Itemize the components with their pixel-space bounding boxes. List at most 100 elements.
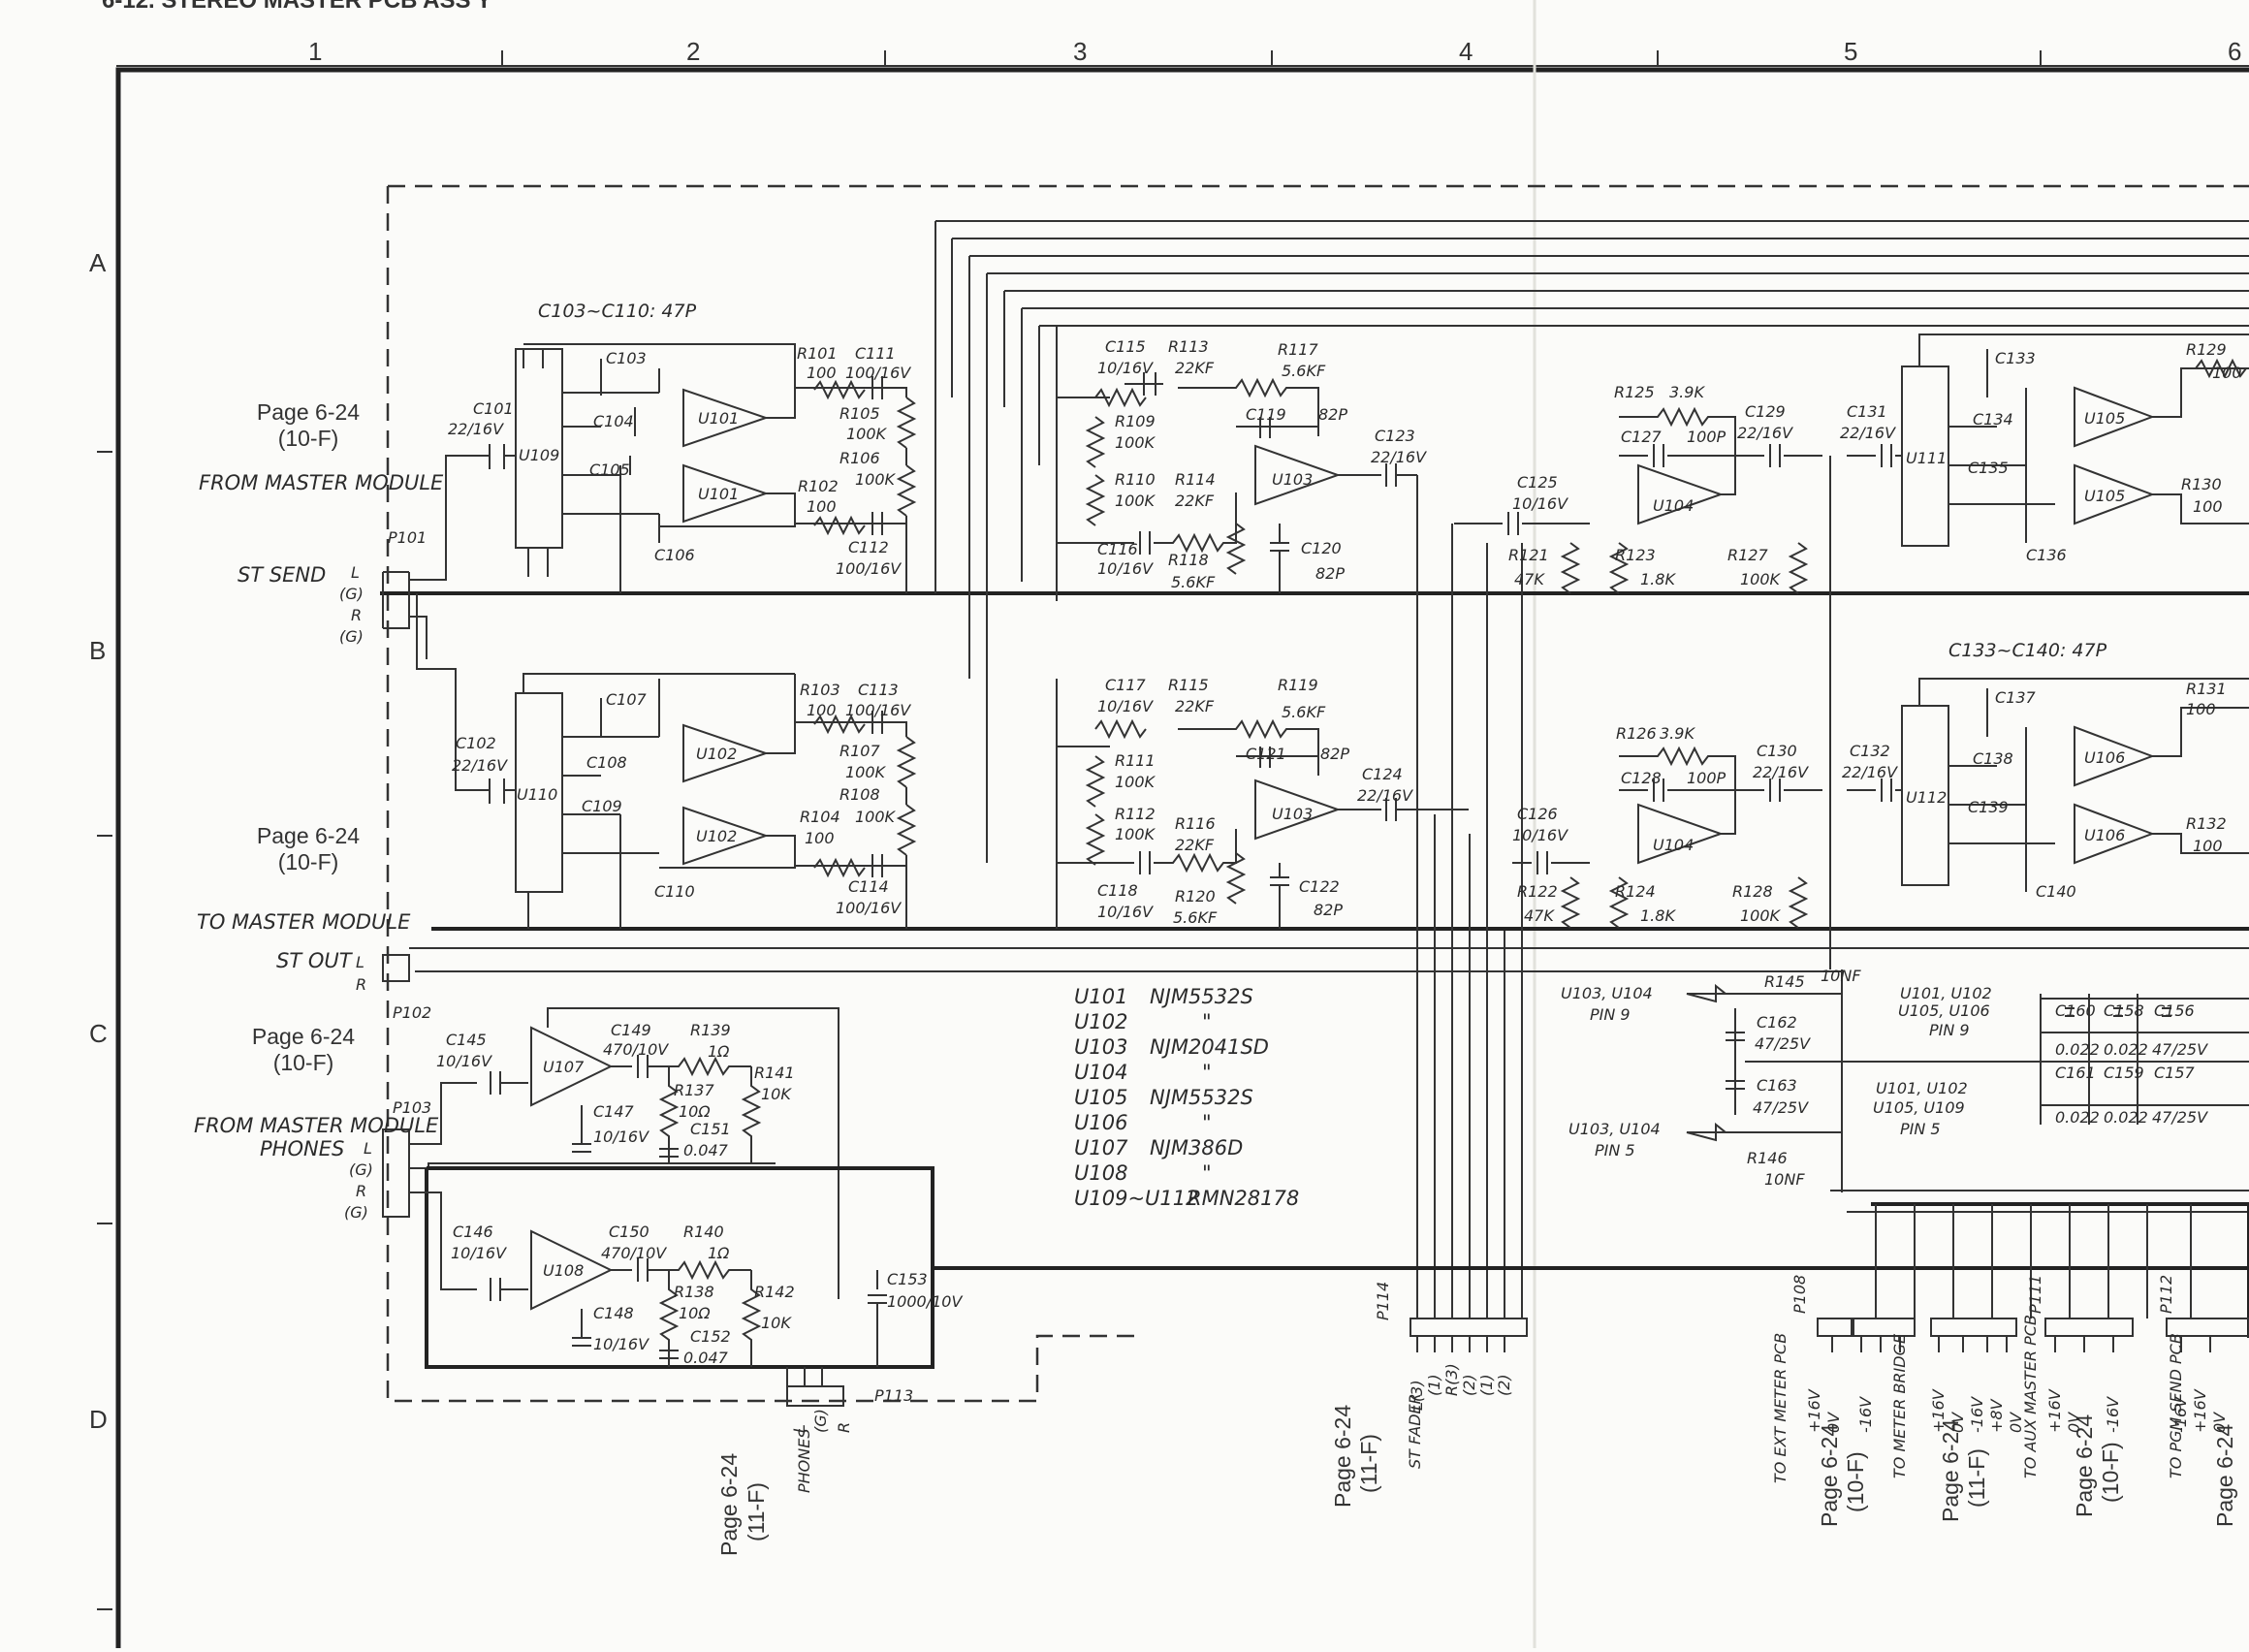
lbl-u112: U112 xyxy=(1906,788,1947,807)
lbl-v4725-b: 47/25V xyxy=(2152,1108,2208,1127)
note-c133-c140: C133~C140: 47P xyxy=(1948,640,2107,661)
lbl-pwr-pin9: PIN 9 xyxy=(1590,1005,1631,1024)
lbl-r104v: 100 xyxy=(805,829,835,847)
lbl-u105a: U105 xyxy=(2084,409,2125,428)
lbl-r103v: 100 xyxy=(807,701,837,719)
lbl-r102v: 100 xyxy=(807,497,837,516)
label-to-master-module: TO MASTER MODULE xyxy=(197,910,411,934)
conn-p114: P114 xyxy=(1374,1282,1392,1320)
lbl-r120v: 5.6KF xyxy=(1173,908,1218,927)
lbl-c146v: 10/16V xyxy=(451,1244,507,1262)
lbl-c148v: 10/16V xyxy=(593,1335,649,1353)
label-st-out: ST OUT xyxy=(276,949,354,972)
pin-st-out-l: L xyxy=(356,953,364,971)
lbl-u106b: U106 xyxy=(2084,826,2125,844)
lbl-c138: C138 xyxy=(1973,749,2013,768)
ref-ext-meter-page: Page 6-24 xyxy=(1817,1424,1842,1527)
lbl-c163: C163 xyxy=(1757,1076,1797,1095)
lbl-r115: R115 xyxy=(1168,676,1209,694)
phones-section xyxy=(382,954,958,1407)
ic-list-ref-4: U105 xyxy=(1074,1086,1127,1109)
lbl-r121: R121 xyxy=(1508,546,1549,564)
lbl-fader-pin-5: (1) xyxy=(1477,1374,1496,1396)
pin-phones-l: L xyxy=(364,1139,372,1158)
label-phones-in: PHONES xyxy=(260,1137,344,1160)
lbl-u104b: U104 xyxy=(1653,836,1694,854)
lbl-c149v: 470/10V xyxy=(603,1040,669,1059)
lbl-c161: C161 xyxy=(2055,1064,2096,1082)
pin-p113-g: (G) xyxy=(811,1409,830,1433)
label-from-master-module-2: FROM MASTER MODULE xyxy=(194,1114,439,1137)
lbl-r121v: 47K xyxy=(1514,570,1545,588)
label-to-meter-bridge: TO METER BRIDGE xyxy=(1890,1333,1909,1478)
grid-columns: 1 2 3 4 5 6 xyxy=(116,37,2249,67)
u106a-amp xyxy=(2074,725,2155,787)
lbl-c148: C148 xyxy=(593,1304,634,1322)
lbl-c127v: 100P xyxy=(1687,428,1726,446)
lbl-c159: C159 xyxy=(2104,1064,2144,1082)
lbl-v0022-b: 0.022 xyxy=(2104,1040,2148,1059)
lbl-r137v: 10Ω xyxy=(679,1102,711,1121)
grid-col-2: 2 xyxy=(686,37,700,66)
lbl-u110: U110 xyxy=(517,785,557,804)
lbl-u101u102-a: U101, U102 xyxy=(1900,984,1992,1002)
lbl-c119v: 82P xyxy=(1318,405,1347,424)
u103b-amp xyxy=(1254,778,1342,841)
label-phones-out: PHONES xyxy=(795,1428,813,1493)
lbl-c131: C131 xyxy=(1847,402,1887,421)
lbl-r127v: 100K xyxy=(1740,570,1782,588)
lbl-c117: C117 xyxy=(1105,676,1147,694)
lbl-r107v: 100K xyxy=(845,763,887,781)
lbl-r115v: 22KF xyxy=(1175,697,1215,715)
lbl-c121v: 82P xyxy=(1320,745,1349,763)
ref-st-fader-loc: (11-F) xyxy=(1356,1434,1381,1493)
lbl-u102a: U102 xyxy=(696,745,737,763)
lbl-r102: R102 xyxy=(798,477,839,495)
lbl-c134: C134 xyxy=(1973,410,2013,429)
lbl-c124v: 22/16V xyxy=(1357,786,1413,805)
grid-col-3: 3 xyxy=(1073,37,1087,66)
ic-list-ref-6: U107 xyxy=(1074,1136,1128,1160)
lbl-r122: R122 xyxy=(1517,882,1558,901)
lbl-pin-aux-3: -16V xyxy=(2104,1396,2122,1433)
lbl-r120: R120 xyxy=(1175,887,1216,905)
lbl-v4725-a: 47/25V xyxy=(2152,1040,2208,1059)
u110-block xyxy=(515,692,563,893)
lbl-r116v: 22KF xyxy=(1175,836,1215,854)
lbl-c163v: 47/25V xyxy=(1753,1098,1809,1117)
u111-block xyxy=(1901,365,1949,547)
ic-list-ref-0: U101 xyxy=(1074,985,1127,1008)
lbl-u101u102-b: U101, U102 xyxy=(1876,1079,1968,1097)
lbl-c115v: 10/16V xyxy=(1097,359,1154,377)
lbl-c128: C128 xyxy=(1621,769,1662,787)
lbl-c125v: 10/16V xyxy=(1512,494,1568,513)
lbl-r126v: 3.9K xyxy=(1660,724,1695,743)
lbl-r117: R117 xyxy=(1278,340,1318,359)
lbl-r128v: 100K xyxy=(1740,906,1782,925)
ic-list-part-6: NJM386D xyxy=(1150,1136,1243,1160)
lbl-c108: C108 xyxy=(586,753,627,772)
ic-list-ref-5: U106 xyxy=(1074,1111,1127,1134)
lbl-c136: C136 xyxy=(2026,546,2067,564)
u104b-amp xyxy=(1637,803,1725,865)
lbl-c106: C106 xyxy=(654,546,695,564)
lbl-r103: R103 xyxy=(800,681,840,699)
lbl-u101a: U101 xyxy=(698,409,739,428)
lbl-c115: C115 xyxy=(1105,337,1146,356)
lbl-pin-p108-1: +16V xyxy=(1805,1388,1823,1433)
lbl-r106: R106 xyxy=(839,449,880,467)
u108-amp xyxy=(530,1229,614,1311)
lbl-r112: R112 xyxy=(1115,805,1156,823)
lbl-r146v: 10NF xyxy=(1764,1170,1805,1189)
grid-row-c: C xyxy=(89,1019,108,1048)
lbl-u101b: U101 xyxy=(698,485,739,503)
lbl-r114: R114 xyxy=(1175,470,1216,489)
pin-st-send-g2: (G) xyxy=(339,627,364,646)
lbl-r145: R145 xyxy=(1764,972,1805,991)
lbl-r119v: 5.6KF xyxy=(1282,703,1326,721)
lbl-c130: C130 xyxy=(1757,742,1797,760)
u112-block xyxy=(1901,705,1949,886)
lbl-u105u109: U105, U109 xyxy=(1873,1098,1965,1117)
lbl-c109: C109 xyxy=(582,797,622,815)
